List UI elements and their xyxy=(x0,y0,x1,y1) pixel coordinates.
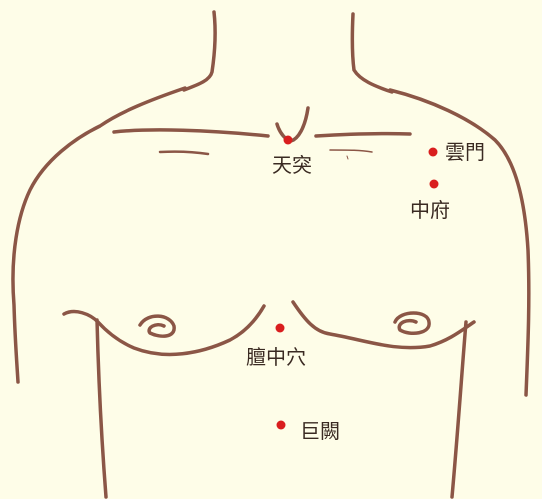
label-tiantu: 天突 xyxy=(272,155,312,175)
label-danzhong: 膻中穴 xyxy=(246,347,306,367)
point-juque-dot xyxy=(277,421,286,430)
point-tiantu-dot xyxy=(284,136,293,145)
label-yunmen: 雲門 xyxy=(445,142,485,162)
point-yunmen-dot xyxy=(429,148,438,157)
label-zhongfu: 中府 xyxy=(410,200,450,220)
point-zhongfu-dot xyxy=(430,180,439,189)
point-danzhong-dot xyxy=(276,324,285,333)
label-juque: 巨闕 xyxy=(300,421,340,441)
